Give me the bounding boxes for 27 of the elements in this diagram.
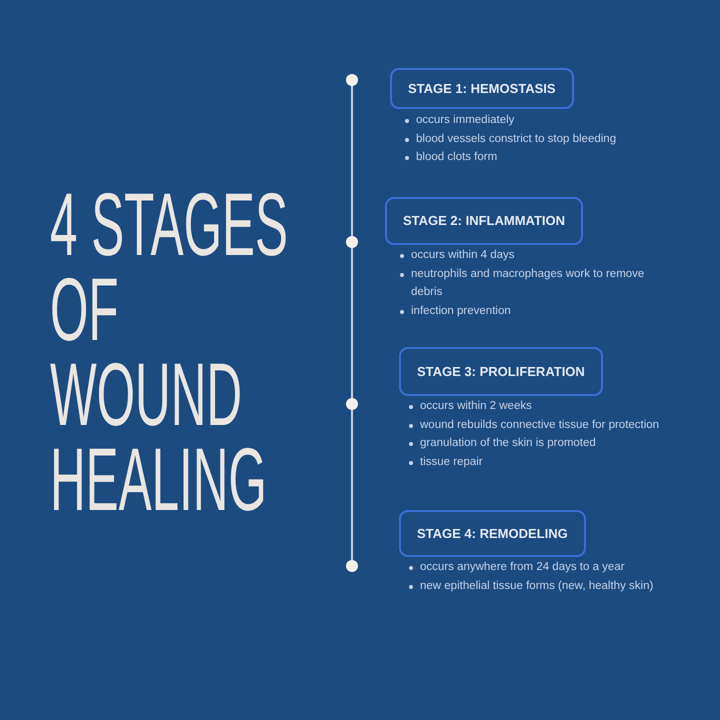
bullet-item: occurs immediately [402, 111, 702, 130]
bullet-item: occurs within 4 days [397, 246, 677, 264]
bullet-item: blood vessels constrict to stop bleeding [402, 130, 702, 148]
timeline-line [351, 248, 353, 398]
stage-box [390, 68, 574, 109]
timeline-dot [346, 74, 358, 86]
stage-heading: STAGE 2: INFLAMMATION [403, 213, 566, 229]
stage-box [399, 510, 586, 557]
bullet-item: wound rebuilds connective tissue for protection [406, 416, 706, 434]
bullet-item: tissue repair [406, 452, 706, 471]
timeline-line [351, 410, 353, 560]
bullet-item: blood clots form [402, 148, 702, 166]
stage-heading: STAGE 1: HEMOSTASIS [408, 80, 556, 96]
timeline-dot [346, 236, 358, 248]
stage-box [399, 347, 603, 396]
bullet-item: granulation of the skin is promoted [406, 434, 706, 452]
bullet-item: occurs within 2 weeks [406, 397, 706, 416]
timeline-line [351, 86, 353, 236]
stage-heading: STAGE 4: REMODELING [417, 526, 568, 542]
stage-box [385, 197, 584, 245]
bullet-item: infection prevention [397, 302, 677, 320]
stage-heading: STAGE 3: PROLIFERATION [417, 364, 585, 380]
bullet-item: occurs anywhere from 24 days to a year [406, 558, 706, 576]
bullet-item: new epithelial tissue forms (new, healthy skin) [406, 576, 706, 595]
timeline-dot [346, 560, 358, 572]
title: 4 STAGES OF WOUND HEALING [50, 182, 289, 522]
timeline-dot [346, 398, 358, 410]
